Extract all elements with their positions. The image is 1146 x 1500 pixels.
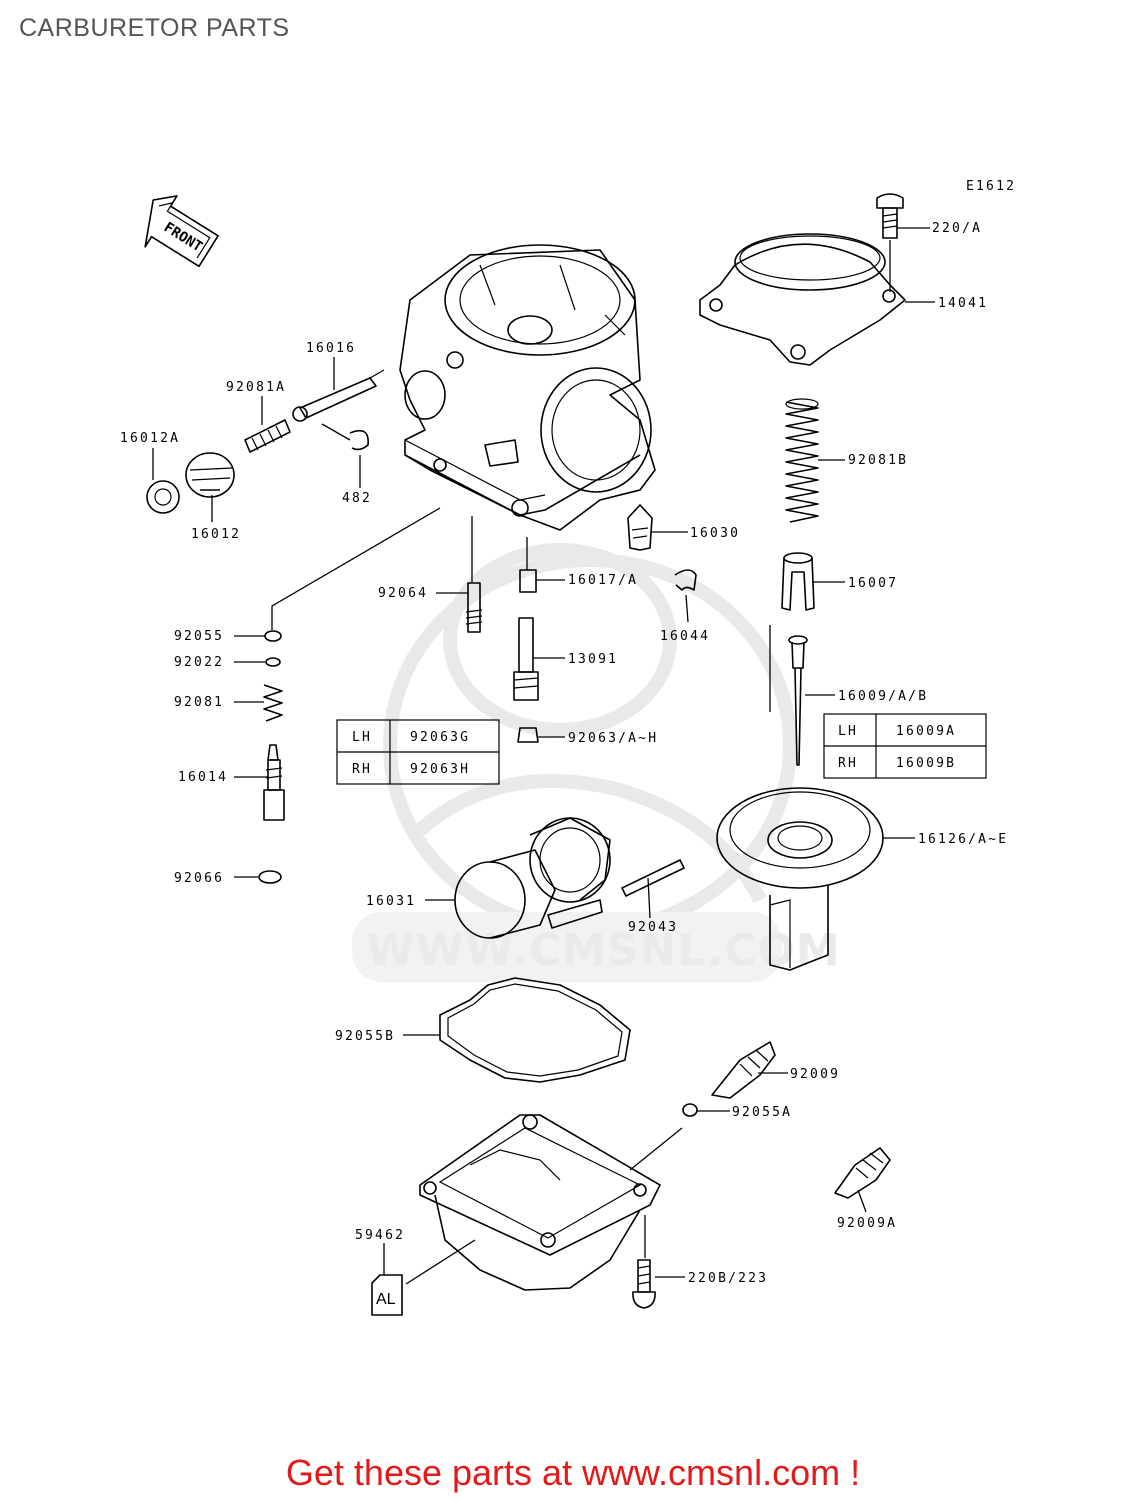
pilot-screw-assembly [146,369,385,514]
screw-220b [632,1259,656,1309]
callout-16009-a-b: 16009/A/B [838,689,928,704]
callout-220-a: 220/A [932,221,982,236]
callout-16014: 16014 [178,770,228,785]
al-tag-text: AL [376,1291,396,1308]
callout-16012: 16012 [191,527,241,542]
needle-variant-table: LH 16009A RH 16009B [823,713,987,779]
page-title: CARBURETOR PARTS [19,14,290,42]
screw-92009 [711,1041,776,1099]
jet-table-row-1-part: 92063G [410,730,470,745]
clip-16044 [674,569,697,591]
callout-92055b: 92055B [335,1029,395,1044]
callout-16016: 16016 [306,341,356,356]
float-valve-16030 [627,504,653,551]
gasket-92055b [439,977,631,1083]
throttle-valve-16031 [454,817,611,939]
exploded-parts-diagram: WWW.CMSNL.COM E1612 FRONT [120,179,1016,1316]
callout-13091: 13091 [568,652,618,667]
callout-92081b: 92081B [848,453,908,468]
spring-92081b [785,398,819,523]
callout-92055a: 92055A [732,1105,792,1120]
front-label: FRONT [161,219,205,255]
drawing-code: E1612 [966,179,1016,194]
jet-table-row-2-side: RH [352,762,372,777]
callout-16030: 16030 [690,526,740,541]
callout-482: 482 [342,491,372,506]
screw-92009a [834,1147,891,1199]
callout-16007: 16007 [848,576,898,591]
needle-table-row-2-side: RH [838,756,858,771]
callout-16017-a: 16017/A [568,573,638,588]
leader-lines [152,227,935,1285]
callout-16044: 16044 [660,629,710,644]
float-chamber-59462 [419,1114,661,1291]
callout-16031: 16031 [366,894,416,909]
front-arrow-icon: FRONT [144,195,219,268]
jet-variant-table: LH 92063G RH 92063H [336,719,500,785]
promo-link[interactable]: Get these parts at www.cmsnl.com ! [285,1452,861,1493]
needle-holder-16007 [781,552,815,611]
callout-92055: 92055 [174,629,224,644]
carburetor-body [399,244,656,531]
callout-92009: 92009 [790,1067,840,1082]
callout-220b-223: 220B/223 [688,1271,768,1286]
callout-14041: 14041 [938,296,988,311]
top-cover [699,193,906,366]
needle-table-row-1-part: 16009A [896,724,956,739]
callout-59462: 59462 [355,1228,405,1243]
watermark-text: WWW.CMSNL.COM [366,925,841,976]
callout-92043: 92043 [628,920,678,935]
callout-labels: 220/A 14041 16016 92081A 16012A 482 1601… [120,221,1008,1286]
jet-needle-16009 [788,635,808,766]
al-tag: AL [371,1274,403,1316]
o-ring-92055a [682,1103,698,1117]
needle-table-row-2-part: 16009B [896,756,956,771]
callout-92064: 92064 [378,586,428,601]
vacuum-piston-16126 [716,787,884,971]
pin-92043 [621,859,685,897]
jet-table-row-2-part: 92063H [410,762,470,777]
callout-92081: 92081 [174,695,224,710]
needle-table-row-1-side: LH [838,724,858,739]
left-column-parts [258,630,285,884]
callout-92022: 92022 [174,655,224,670]
jet-table-row-1-side: LH [352,730,372,745]
callout-16012a: 16012A [120,431,180,446]
jet-column [465,569,539,743]
callout-92081a: 92081A [226,380,286,395]
callout-92063-a-h: 92063/A~H [568,731,658,746]
callout-16126-a-e: 16126/A~E [918,832,1008,847]
callout-92066: 92066 [174,871,224,886]
callout-92009a: 92009A [837,1216,897,1231]
